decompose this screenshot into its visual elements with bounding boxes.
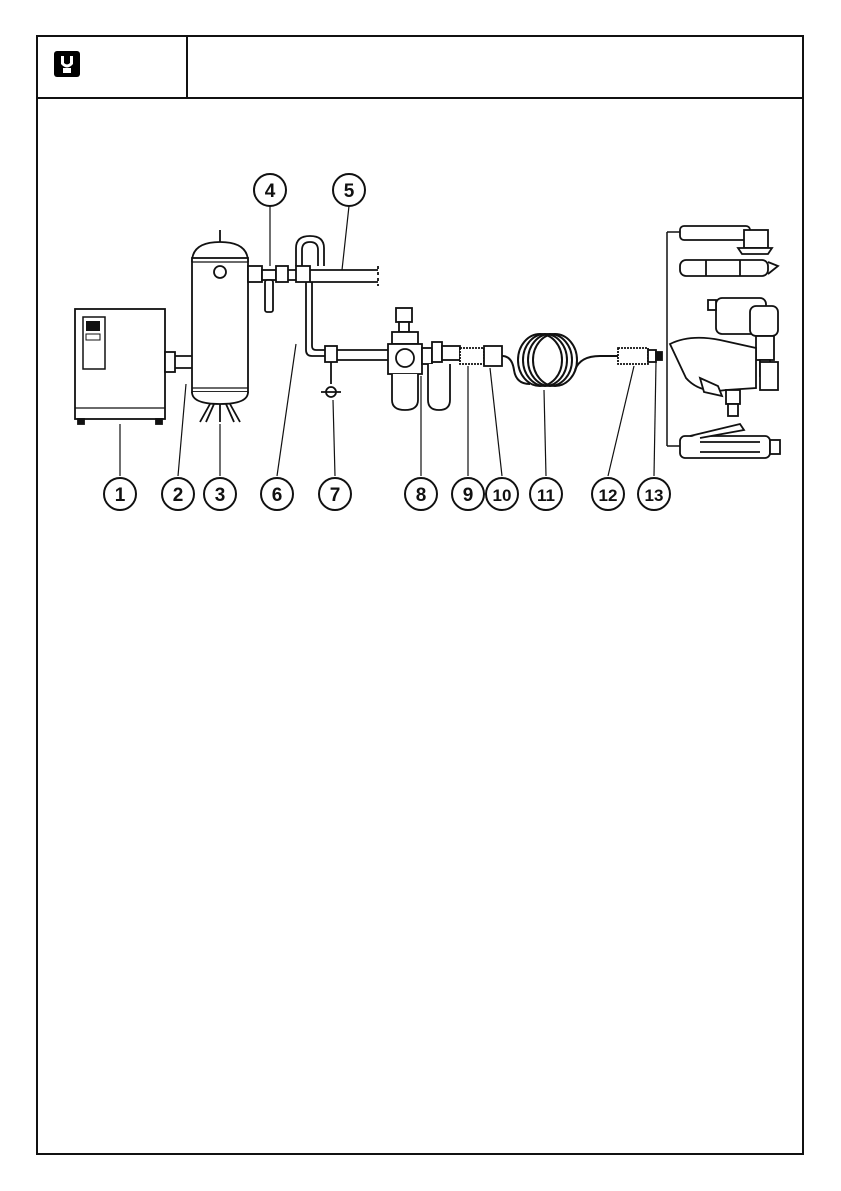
callout-11-label: 11 xyxy=(537,486,555,505)
shut-off-valve xyxy=(248,266,288,312)
coiled-air-hose xyxy=(502,334,618,386)
callouts: 1 2 3 4 5 6 7 8 xyxy=(104,174,670,510)
die-grinder-icon xyxy=(680,424,780,458)
drop-pipe xyxy=(296,236,325,356)
air-compressor xyxy=(75,309,192,424)
callout-13: 13 xyxy=(638,478,670,510)
callout-8-label: 8 xyxy=(416,485,427,506)
straight-grinder-icon xyxy=(680,260,778,276)
angle-grinder-icon xyxy=(680,226,772,254)
callout-7-label: 7 xyxy=(330,485,341,506)
callout-7: 7 xyxy=(319,478,351,510)
callout-9: 9 xyxy=(452,478,484,510)
callout-12-label: 12 xyxy=(599,486,618,505)
callout-10-label: 10 xyxy=(493,486,512,505)
callout-10: 10 xyxy=(486,478,518,510)
air-tank xyxy=(192,230,248,422)
callout-5-label: 5 xyxy=(344,181,355,202)
callout-6-label: 6 xyxy=(272,485,283,506)
callout-2-label: 2 xyxy=(173,485,184,506)
callout-4-label: 4 xyxy=(265,181,276,202)
callout-12: 12 xyxy=(592,478,624,510)
callout-8: 8 xyxy=(405,478,437,510)
drain-valve xyxy=(321,346,390,397)
callout-2: 2 xyxy=(162,478,194,510)
callout-4: 4 xyxy=(254,174,286,206)
callout-13-label: 13 xyxy=(645,486,664,505)
hose-fitting xyxy=(484,346,502,366)
callout-1-label: 1 xyxy=(115,485,126,506)
callout-5: 5 xyxy=(333,174,365,206)
callout-3-label: 3 xyxy=(215,485,226,506)
callout-11: 11 xyxy=(530,478,562,510)
tool-branch-line xyxy=(667,232,680,446)
callout-1: 1 xyxy=(104,478,136,510)
quick-coupler xyxy=(618,348,662,364)
callout-9-label: 9 xyxy=(463,485,474,506)
main-air-line xyxy=(288,266,378,286)
callout-6: 6 xyxy=(261,478,293,510)
callout-3: 3 xyxy=(204,478,236,510)
